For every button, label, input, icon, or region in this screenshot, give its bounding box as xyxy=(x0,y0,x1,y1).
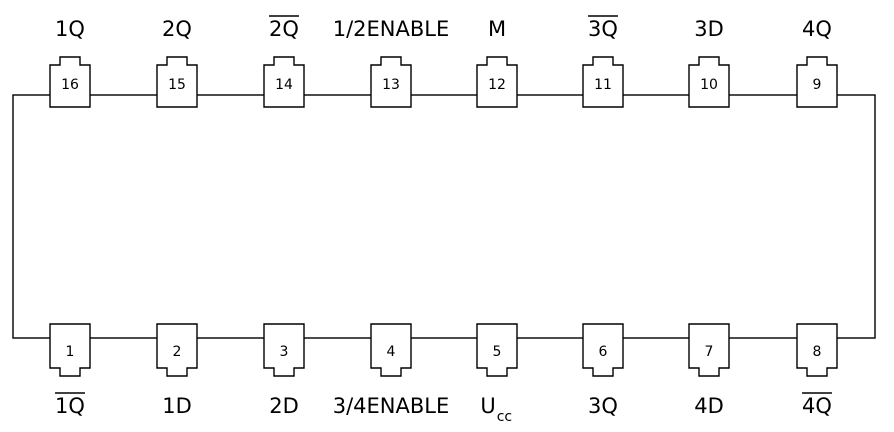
pin-number: 13 xyxy=(382,77,400,93)
pin-signal-label: 2Q xyxy=(162,17,192,41)
pin-signal-label: 2D xyxy=(269,394,299,418)
pin-signal-label: M xyxy=(488,17,506,41)
pin-number: 1 xyxy=(66,344,75,360)
pin-box xyxy=(476,323,518,377)
pin-7: 7 4D xyxy=(688,323,730,418)
pin-signal-label: 3D xyxy=(694,17,724,41)
pin-signal-label: 3/4ENABLE xyxy=(333,394,450,418)
pin-box xyxy=(49,323,91,377)
pin-number: 10 xyxy=(700,77,718,93)
pin-signal-label: 1/2ENABLE xyxy=(333,17,450,41)
pin-number: 14 xyxy=(275,77,293,93)
pin-box xyxy=(156,323,198,377)
pin-number: 12 xyxy=(488,77,506,93)
pin-signal-label: 3Q xyxy=(588,394,618,418)
pin-box xyxy=(370,323,412,377)
pin-6: 6 3Q xyxy=(582,323,624,418)
pin-3: 3 2D xyxy=(263,323,305,418)
pin-box xyxy=(370,56,412,108)
pin-box xyxy=(688,323,730,377)
pin-16: 16 1Q xyxy=(49,17,91,108)
pin-number: 3 xyxy=(280,344,289,360)
pin-signal-label: 1D xyxy=(162,394,192,418)
pin-15: 15 2Q xyxy=(156,17,198,108)
package-body xyxy=(12,94,876,339)
pin-number: 16 xyxy=(61,77,79,93)
pin-signal-label: U xyxy=(480,394,495,418)
pin-11: 11 3Q xyxy=(582,15,624,108)
pin-signal-subscript: cc xyxy=(497,409,512,425)
pin-number: 15 xyxy=(168,77,186,93)
pin-4: 4 3/4ENABLE xyxy=(333,323,450,418)
pin-signal-label: 3Q xyxy=(588,17,618,41)
pin-signal-label: 4Q xyxy=(802,17,832,41)
pin-2: 2 1D xyxy=(156,323,198,418)
pin-box xyxy=(156,56,198,108)
pin-box xyxy=(263,56,305,108)
pin-box xyxy=(796,56,838,108)
pin-12: 12 M xyxy=(476,17,518,108)
pin-number: 11 xyxy=(594,77,612,93)
pin-signal-label: 2Q xyxy=(269,17,299,41)
pin-group: 16 1Q 15 2Q 14 2Q 13 1/2ENABLE 12 M 11 3Q 10 3D 9 4Q 1 1Q… xyxy=(49,15,838,425)
pin-signal-label: 1Q xyxy=(55,394,85,418)
pin-number: 2 xyxy=(173,344,182,360)
pin-signal-label: 1Q xyxy=(55,17,85,41)
pin-number: 4 xyxy=(387,344,396,360)
pin-signal-label: 4D xyxy=(694,394,724,418)
pin-box xyxy=(796,323,838,377)
pin-number: 8 xyxy=(813,344,822,360)
pin-number: 9 xyxy=(813,77,822,93)
pin-13: 13 1/2ENABLE xyxy=(333,17,450,108)
pin-number: 5 xyxy=(493,344,502,360)
pin-8: 8 4Q xyxy=(796,323,838,418)
pin-14: 14 2Q xyxy=(263,15,305,108)
pin-1: 1 1Q xyxy=(49,323,91,418)
pin-box xyxy=(263,323,305,377)
pin-box xyxy=(49,56,91,108)
pin-number: 6 xyxy=(599,344,608,360)
pin-box xyxy=(476,56,518,108)
pin-number: 7 xyxy=(705,344,714,360)
pin-box xyxy=(582,56,624,108)
pin-9: 9 4Q xyxy=(796,17,838,108)
pin-signal-label: 4Q xyxy=(802,394,832,418)
pin-10: 10 3D xyxy=(688,17,730,108)
pin-box xyxy=(582,323,624,377)
pin-box xyxy=(688,56,730,108)
